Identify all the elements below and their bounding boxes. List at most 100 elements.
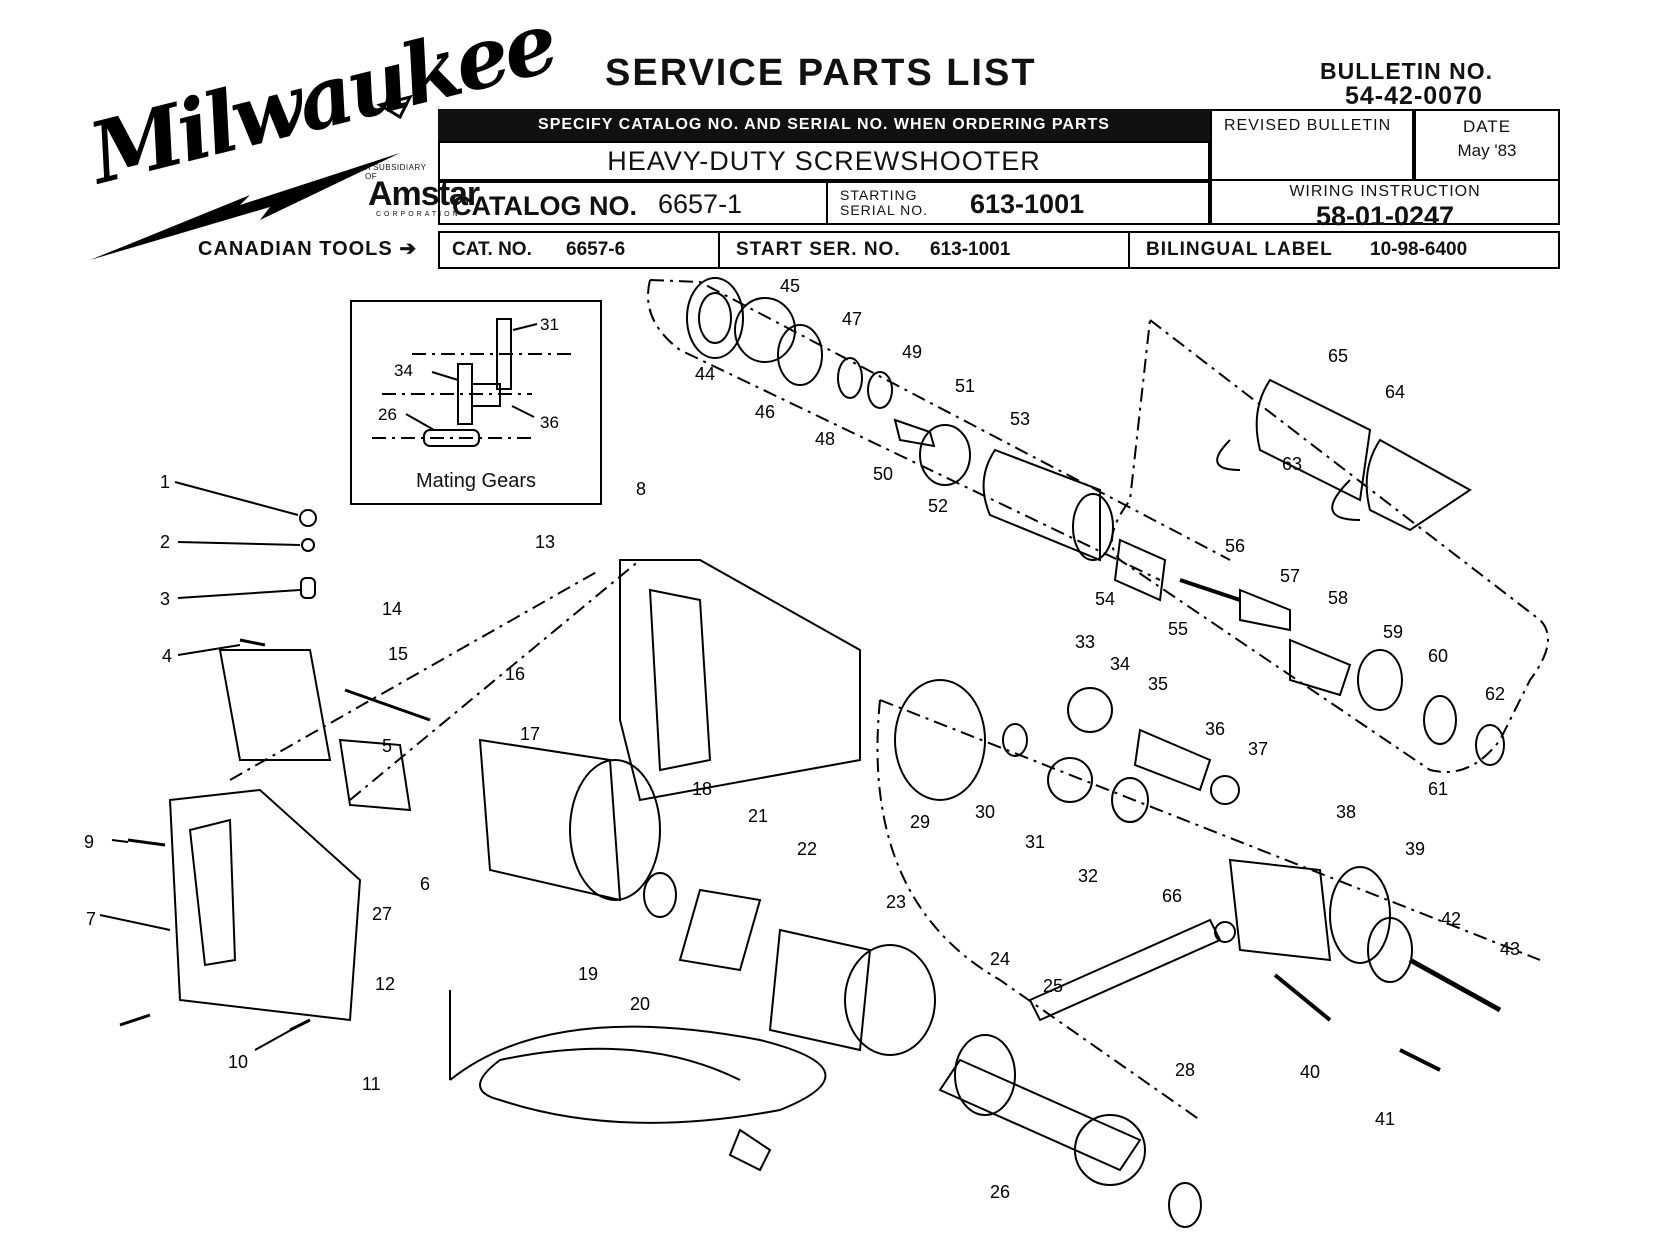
- part-label: 17: [520, 724, 540, 744]
- part-label: 13: [535, 532, 555, 552]
- revised-bulletin-label: REVISED BULLETIN: [1224, 117, 1392, 134]
- part-label: 15: [388, 644, 408, 664]
- catalog-row: CATALOG NO. 6657-1 STARTING SERIAL NO. 6…: [438, 181, 1210, 225]
- part-label: 14: [382, 599, 402, 619]
- part-label: 21: [748, 806, 768, 826]
- part-label: 63: [1282, 454, 1302, 474]
- part-label: 5: [382, 736, 392, 756]
- bilingual-number: 10-98-6400: [1370, 239, 1468, 260]
- part-label: 54: [1095, 589, 1115, 609]
- wiring-number: 58-01-0247: [1315, 201, 1455, 231]
- part-label: 53: [1010, 409, 1030, 429]
- divider: [826, 183, 828, 223]
- part-label: 9: [84, 832, 94, 852]
- part-label: 31: [1025, 832, 1045, 852]
- part-label: 50: [873, 464, 893, 484]
- part-label: 25: [1043, 976, 1063, 996]
- catalog-label: CATALOG NO.: [452, 191, 637, 221]
- part-label: 16: [505, 664, 525, 684]
- canadian-tools-label: CANADIAN TOOLS ➔: [198, 236, 417, 261]
- part-label: 22: [797, 839, 817, 859]
- part-label: 24: [990, 949, 1010, 969]
- part-label: 2: [160, 532, 170, 552]
- part-label: 51: [955, 376, 975, 396]
- part-label: 20: [630, 994, 650, 1014]
- part-label: 45: [780, 276, 800, 296]
- corporation-text: CORPORATION: [376, 211, 461, 218]
- arrow-right-icon: ➔: [399, 238, 418, 260]
- part-label: 58: [1328, 588, 1348, 608]
- part-label: 7: [86, 909, 96, 929]
- part-label: 36: [1205, 719, 1225, 739]
- part-label: 38: [1336, 802, 1356, 822]
- divider: [718, 233, 720, 267]
- part-label: 1: [160, 472, 170, 492]
- part-label: 62: [1485, 684, 1505, 704]
- part-label: 41: [1375, 1109, 1395, 1129]
- part-label: 57: [1280, 566, 1300, 586]
- part-label: 10: [228, 1052, 248, 1072]
- part-label: 28: [1175, 1060, 1195, 1080]
- part-label: 46: [755, 402, 775, 422]
- inset-label-36: 36: [540, 413, 559, 432]
- part-label: 8: [636, 479, 646, 499]
- inset-label-26: 26: [378, 405, 397, 424]
- part-label: 56: [1225, 536, 1245, 556]
- part-labels: 1 2 3 4 5 6 7 8 9 10 11 12 13 14 15 16 1…: [84, 276, 1520, 1202]
- part-label: 4: [162, 646, 172, 666]
- part-label: 32: [1078, 866, 1098, 886]
- subsidiary-text: A SUBSIDIARY OF: [365, 163, 427, 181]
- inset-caption: Mating Gears: [415, 470, 537, 492]
- catalog-number: 6657-1: [658, 189, 743, 219]
- date-label: DATE: [1462, 117, 1512, 136]
- start-ser-number: 613-1001: [930, 239, 1011, 260]
- part-label: 35: [1148, 674, 1168, 694]
- part-label: 59: [1383, 622, 1403, 642]
- part-label: 49: [902, 342, 922, 362]
- part-label: 3: [160, 589, 170, 609]
- divider: [1128, 233, 1130, 267]
- diagram-outlines: [99, 277, 1549, 1228]
- part-label: 65: [1328, 346, 1348, 366]
- part-label: 43: [1500, 939, 1520, 959]
- page-title: SERVICE PARTS LIST: [605, 52, 1037, 94]
- product-name: HEAVY-DUTY SCREWSHOOTER: [438, 141, 1210, 181]
- canadian-row: CAT. NO. 6657-6 START SER. NO. 613-1001 …: [438, 231, 1560, 269]
- part-label: 12: [375, 974, 395, 994]
- part-label: 44: [695, 364, 715, 384]
- date-cell: DATE May '83: [1414, 109, 1560, 181]
- inset-label-34: 34: [394, 361, 413, 380]
- part-label: 18: [692, 779, 712, 799]
- part-label: 48: [815, 429, 835, 449]
- part-label: 52: [928, 496, 948, 516]
- part-label: 42: [1441, 909, 1461, 929]
- wiring-instruction-cell: WIRING INSTRUCTION 58-01-0247: [1210, 179, 1560, 231]
- part-label: 29: [910, 812, 930, 832]
- mating-gears-inset: 31 34 26 36 Mating Gears: [350, 300, 602, 505]
- part-label: 23: [886, 892, 906, 912]
- bulletin-label: BULLETIN NO.: [1320, 58, 1493, 84]
- wiring-label: WIRING INSTRUCTION: [1289, 183, 1481, 200]
- inset-label-31: 31: [540, 315, 559, 334]
- part-label: 37: [1248, 739, 1268, 759]
- lightning-bolt-icon: [90, 94, 413, 260]
- part-label: 11: [362, 1074, 381, 1094]
- part-label: 26: [990, 1182, 1010, 1202]
- starting-label-line1: STARTING: [840, 187, 918, 203]
- mating-gears-diagram: 31 34 26 36: [372, 315, 572, 447]
- part-label: 47: [842, 309, 862, 329]
- part-label: 61: [1428, 779, 1448, 799]
- part-label: 64: [1385, 382, 1405, 402]
- canadian-label-text: CANADIAN TOOLS: [198, 238, 393, 260]
- part-label: 33: [1075, 632, 1095, 652]
- part-label: 34: [1110, 654, 1130, 674]
- part-label: 6: [420, 874, 430, 894]
- starting-serial-label: STARTING SERIAL NO.: [840, 188, 928, 218]
- part-label: 40: [1300, 1062, 1320, 1082]
- part-label: 39: [1405, 839, 1425, 859]
- milwaukee-logo: Milwaukee A SUBSIDIARY OF Amstar CORPORA…: [80, 0, 564, 270]
- start-ser-label: START SER. NO.: [736, 239, 901, 260]
- part-label: 60: [1428, 646, 1448, 666]
- part-label: 27: [372, 904, 392, 924]
